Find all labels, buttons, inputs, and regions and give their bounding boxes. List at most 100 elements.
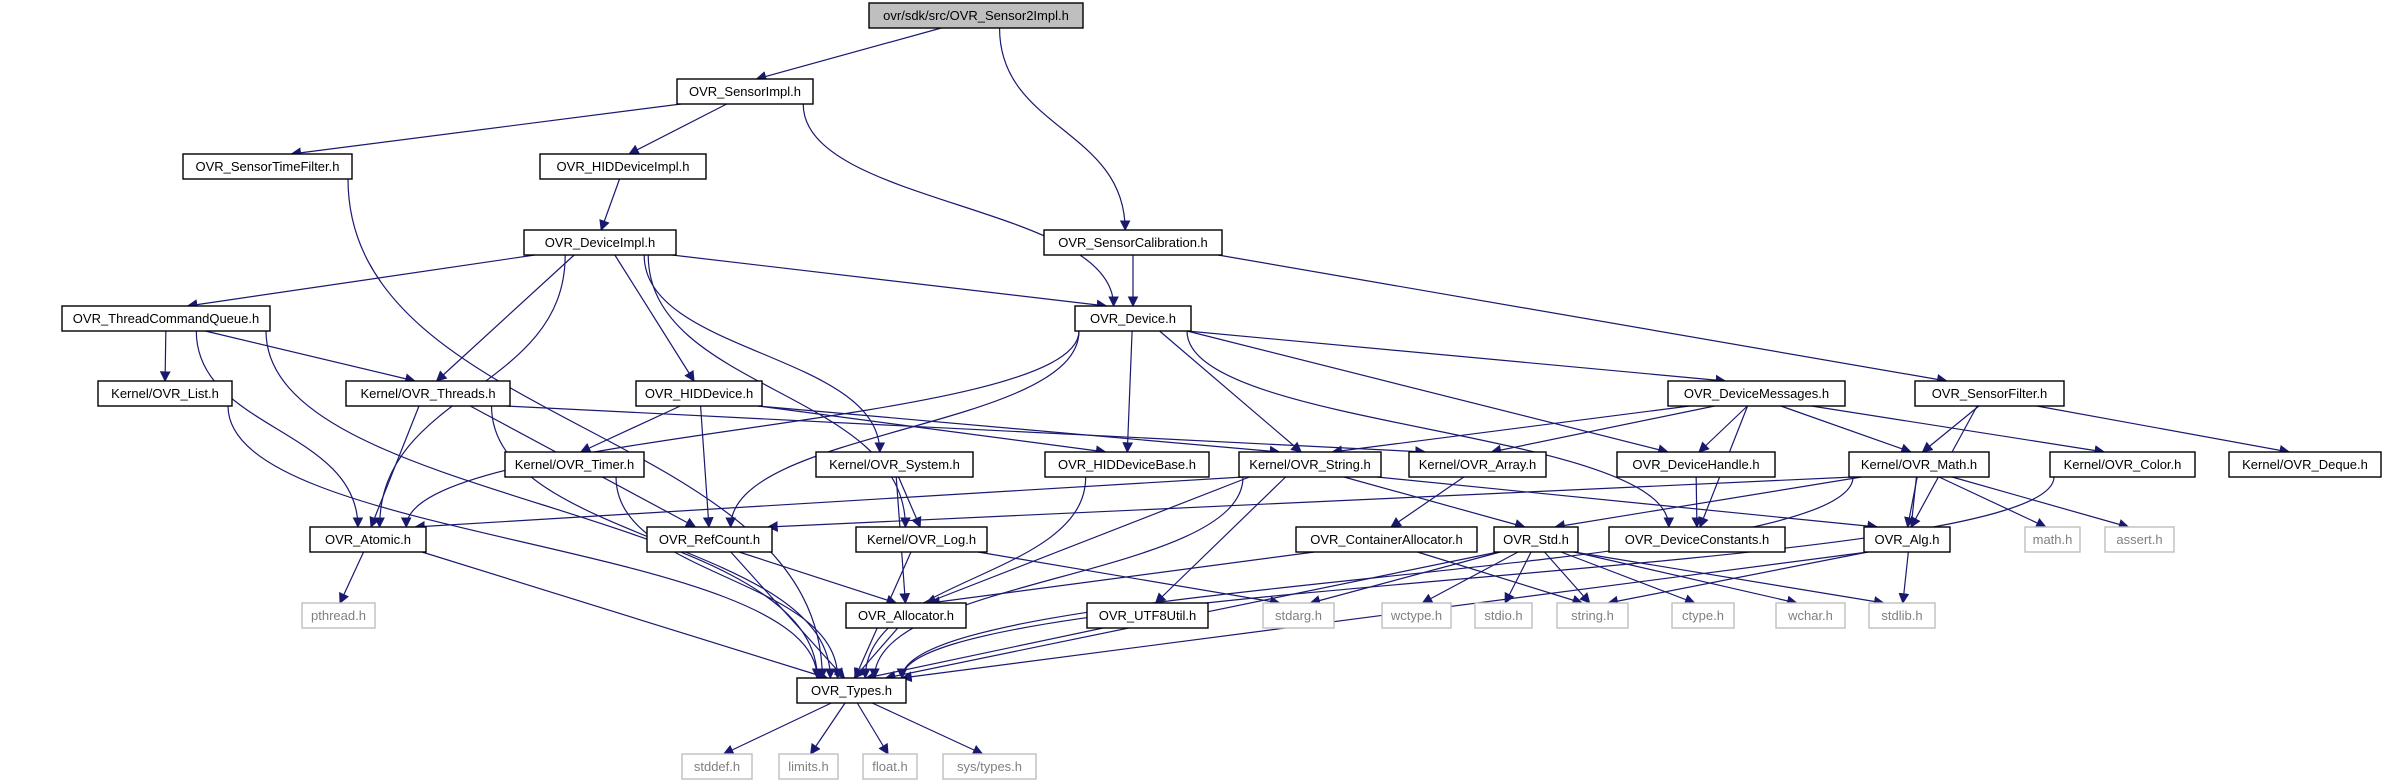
node-hiddeviceimpl[interactable]: OVR_HIDDeviceImpl.h [539, 153, 707, 180]
node-box[interactable] [1616, 451, 1776, 478]
node-box[interactable] [1775, 602, 1846, 629]
node-wchar_h[interactable]: wchar.h [1775, 602, 1846, 629]
node-box[interactable] [1043, 229, 1223, 256]
node-root[interactable]: ovr/sdk/src/OVR_Sensor2Impl.h [868, 2, 1084, 29]
node-atomic[interactable]: OVR_Atomic.h [309, 526, 427, 553]
node-box[interactable] [61, 305, 271, 332]
node-systypes_h[interactable]: sys/types.h [942, 753, 1037, 780]
edge-devicemessages-to-kernel_array [1490, 405, 1715, 456]
node-box[interactable] [845, 602, 967, 629]
node-stdarg_h[interactable]: stdarg.h [1262, 602, 1335, 629]
node-hiddevicebase[interactable]: OVR_HIDDeviceBase.h [1044, 451, 1210, 478]
node-box[interactable] [523, 229, 677, 256]
node-box[interactable] [646, 526, 773, 553]
node-box[interactable] [681, 753, 753, 780]
node-box[interactable] [1381, 602, 1452, 629]
node-box[interactable] [1868, 602, 1936, 629]
node-box[interactable] [635, 380, 763, 407]
node-kernel_timer[interactable]: Kernel/OVR_Timer.h [504, 451, 645, 478]
node-box[interactable] [855, 526, 988, 553]
node-kernel_threads[interactable]: Kernel/OVR_Threads.h [345, 380, 511, 407]
node-box[interactable] [1667, 380, 1846, 407]
node-box[interactable] [2024, 526, 2081, 553]
node-hiddevice[interactable]: OVR_HIDDevice.h [635, 380, 763, 407]
node-allocator[interactable]: OVR_Allocator.h [845, 602, 967, 629]
node-kernel_list[interactable]: Kernel/OVR_List.h [97, 380, 233, 407]
node-box[interactable] [778, 753, 839, 780]
node-string_h[interactable]: string.h [1556, 602, 1629, 629]
node-assert_h[interactable]: assert.h [2104, 526, 2175, 553]
node-box[interactable] [1044, 451, 1210, 478]
node-sensorimpl[interactable]: OVR_SensorImpl.h [676, 78, 814, 105]
node-box[interactable] [1863, 526, 1951, 553]
edge-containerallocator-to-allocator [928, 551, 1315, 608]
node-box[interactable] [1914, 380, 2065, 407]
node-types[interactable]: OVR_Types.h [796, 677, 907, 704]
node-math_h[interactable]: math.h [2024, 526, 2081, 553]
node-box[interactable] [1074, 305, 1192, 332]
node-box[interactable] [868, 2, 1084, 29]
node-devicehandle[interactable]: OVR_DeviceHandle.h [1616, 451, 1776, 478]
node-devicemessages[interactable]: OVR_DeviceMessages.h [1667, 380, 1846, 407]
edge-kernel_array-to-containerallocator [1390, 476, 1465, 528]
node-std[interactable]: OVR_Std.h [1493, 526, 1579, 553]
node-label: Kernel/OVR_System.h [829, 457, 960, 472]
node-box[interactable] [862, 753, 918, 780]
node-kernel_math[interactable]: Kernel/OVR_Math.h [1848, 451, 1990, 478]
node-sensorcalibration[interactable]: OVR_SensorCalibration.h [1043, 229, 1223, 256]
node-label: ctype.h [1682, 608, 1724, 623]
node-limits_h[interactable]: limits.h [778, 753, 839, 780]
node-box[interactable] [539, 153, 707, 180]
node-box[interactable] [1295, 526, 1478, 553]
node-stdlib_h[interactable]: stdlib.h [1868, 602, 1936, 629]
node-kernel_deque[interactable]: Kernel/OVR_Deque.h [2228, 451, 2382, 478]
node-box[interactable] [97, 380, 233, 407]
node-box[interactable] [815, 451, 974, 478]
node-wctype_h[interactable]: wctype.h [1381, 602, 1452, 629]
node-pthread_h[interactable]: pthread.h [301, 602, 376, 629]
node-ctype_h[interactable]: ctype.h [1671, 602, 1735, 629]
node-alg[interactable]: OVR_Alg.h [1863, 526, 1951, 553]
node-box[interactable] [1493, 526, 1579, 553]
node-box[interactable] [1086, 602, 1209, 629]
node-utf8util[interactable]: OVR_UTF8Util.h [1086, 602, 1209, 629]
node-box[interactable] [1408, 451, 1547, 478]
node-deviceimpl[interactable]: OVR_DeviceImpl.h [523, 229, 677, 256]
node-deviceconstants[interactable]: OVR_DeviceConstants.h [1608, 526, 1786, 553]
node-threadcommandqueue[interactable]: OVR_ThreadCommandQueue.h [61, 305, 271, 332]
node-box[interactable] [182, 153, 353, 180]
node-box[interactable] [1608, 526, 1786, 553]
node-box[interactable] [1474, 602, 1533, 629]
node-float_h[interactable]: float.h [862, 753, 918, 780]
node-label: OVR_SensorFilter.h [1932, 386, 2048, 401]
node-stddef_h[interactable]: stddef.h [681, 753, 753, 780]
node-box[interactable] [2228, 451, 2382, 478]
node-sensorfilter[interactable]: OVR_SensorFilter.h [1914, 380, 2065, 407]
node-box[interactable] [676, 78, 814, 105]
edge-sensorfilter-to-kernel_math [1921, 405, 1980, 453]
node-box[interactable] [301, 602, 376, 629]
node-box[interactable] [504, 451, 645, 478]
node-kernel_log[interactable]: Kernel/OVR_Log.h [855, 526, 988, 553]
node-box[interactable] [309, 526, 427, 553]
node-stdio_h[interactable]: stdio.h [1474, 602, 1533, 629]
node-kernel_color[interactable]: Kernel/OVR_Color.h [2049, 451, 2196, 478]
node-kernel_array[interactable]: Kernel/OVR_Array.h [1408, 451, 1547, 478]
node-box[interactable] [1848, 451, 1990, 478]
node-box[interactable] [1262, 602, 1335, 629]
node-device[interactable]: OVR_Device.h [1074, 305, 1192, 332]
node-refcount[interactable]: OVR_RefCount.h [646, 526, 773, 553]
node-sensortimefilter[interactable]: OVR_SensorTimeFilter.h [182, 153, 353, 180]
node-kernel_system[interactable]: Kernel/OVR_System.h [815, 451, 974, 478]
node-box[interactable] [1238, 451, 1382, 478]
node-label: OVR_Allocator.h [858, 608, 954, 623]
node-box[interactable] [1556, 602, 1629, 629]
node-box[interactable] [796, 677, 907, 704]
node-box[interactable] [2104, 526, 2175, 553]
node-box[interactable] [1671, 602, 1735, 629]
node-box[interactable] [345, 380, 511, 407]
node-containerallocator[interactable]: OVR_ContainerAllocator.h [1295, 526, 1478, 553]
node-kernel_string[interactable]: Kernel/OVR_String.h [1238, 451, 1382, 478]
node-box[interactable] [2049, 451, 2196, 478]
node-box[interactable] [942, 753, 1037, 780]
